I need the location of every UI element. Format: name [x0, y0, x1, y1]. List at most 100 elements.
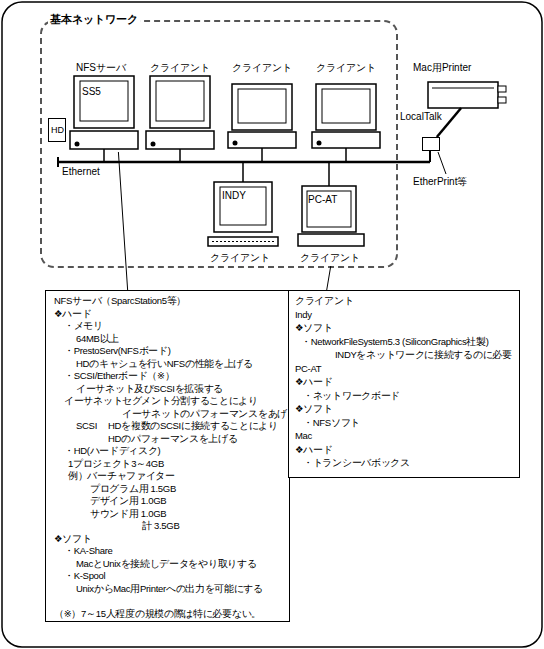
spec-line: ❖ソフト — [54, 533, 91, 546]
keyboard-keys — [212, 241, 274, 242]
printer-knob — [498, 86, 506, 92]
leader-line — [327, 266, 331, 290]
spec-line: プログラム用 1.5GB — [90, 483, 176, 496]
desktop-unit — [146, 131, 214, 149]
logo-mark — [75, 142, 80, 147]
bus-drop — [328, 162, 330, 186]
leader-line — [438, 152, 446, 174]
screen-symbol — [307, 191, 351, 227]
device-label: クライアント — [210, 252, 270, 265]
spec-line: セグメント分割することにより イーサネットのパフォーマンスをあげる — [122, 395, 290, 420]
spec-box: NFSサーバ（SparcStation5等）❖ハード・メモリ64MB以上・Pre… — [45, 290, 290, 622]
group-title: 基本ネットワーク — [48, 13, 140, 26]
disk-box: HD — [48, 118, 66, 142]
desktop-unit — [70, 131, 138, 149]
spec-heading: クライアント — [295, 295, 353, 308]
printer-symbol — [428, 82, 498, 108]
printer-knob — [498, 97, 506, 103]
logo-mark — [151, 142, 156, 147]
spec-line: Indy — [295, 309, 312, 322]
screen-symbol — [156, 81, 204, 121]
spec-line: 1プロジェクト3～4GB — [68, 458, 164, 471]
spec-line: 例）バーチャファイター — [68, 470, 175, 483]
network-link — [437, 108, 461, 137]
spec-line: デザイン用 1.0GB — [90, 495, 166, 508]
spec-line: ・SCSI/Etherボード（※） — [64, 370, 174, 383]
device-label: クライアント — [316, 62, 376, 75]
screen-symbol — [238, 89, 286, 123]
monitor-symbol — [214, 182, 272, 232]
edge-label: LocalTalk — [400, 111, 442, 124]
client-computer: クライアント — [146, 60, 214, 152]
printer-slot — [432, 88, 494, 89]
network-label: Ethernet — [62, 166, 100, 179]
etherprint-box: EtherPrint等 — [422, 137, 440, 151]
keyboard-symbol — [208, 237, 278, 246]
bus-drop — [429, 151, 431, 162]
bus-drop — [179, 149, 181, 162]
screen-symbol — [322, 89, 370, 123]
spec-line: （※）7～15人程度の規模の際は特に必要ない。 — [54, 608, 261, 621]
screen-symbol — [80, 81, 128, 121]
screen-label: INDY — [222, 190, 246, 203]
spec-line: ・HD(ハードディスク) — [64, 445, 160, 458]
server-computer: NFSサーバ SS5 — [70, 60, 138, 152]
bus-drop — [242, 162, 244, 182]
spec-line: ・KA-Share — [64, 545, 113, 558]
device-label: クライアント — [150, 62, 210, 75]
client-computer: INDY クライアント — [208, 178, 278, 266]
spec-line: PC-AT — [295, 363, 321, 376]
logo-mark — [317, 141, 322, 146]
spec-line: INDYをネットワークに接続するのに必要 — [335, 349, 512, 362]
spec-line: ・ネットワークボード — [303, 390, 400, 403]
logo-mark — [233, 141, 238, 146]
spec-line: ❖ハード — [295, 376, 332, 389]
screen-label: PC-AT — [308, 194, 337, 207]
desktop-unit — [312, 132, 380, 148]
spec-heading: NFSサーバ（SparcStation5等） — [54, 295, 186, 308]
screen-label: SS5 — [82, 86, 101, 99]
bus-terminator — [57, 157, 59, 167]
device-label: Mac用Printer — [413, 62, 471, 75]
spec-line: ❖ハード — [295, 444, 332, 457]
leader-line — [118, 152, 127, 290]
spec-line: MacとUnixを接続しデータをやり取りする — [76, 558, 256, 571]
desktop-unit — [228, 132, 296, 148]
spec-line: 64MB以上 — [76, 333, 119, 346]
spec-line: Mac — [295, 430, 312, 443]
spec-line: 計 3.5GB — [142, 520, 179, 533]
client-computer: PC-AT クライアント — [296, 178, 366, 266]
monitor-symbol — [302, 186, 356, 232]
network-group: 基本ネットワークNFSサーバSS5クライアントクライアントクライアントINDYク… — [40, 20, 398, 268]
desktop-unit — [298, 234, 364, 246]
spec-line: ・NFSソフト — [303, 417, 360, 430]
spec-line: ❖ソフト — [295, 322, 332, 335]
spec-line: ・メモリ — [64, 320, 103, 333]
spec-line: サウンド用 1.0GB — [90, 508, 166, 521]
spec-line: ・K-Spool — [64, 570, 105, 583]
ethernet-bus — [58, 161, 430, 164]
screen-symbol — [220, 187, 266, 225]
monitor-symbol — [316, 84, 376, 130]
spec-line: HDのキャシュを行いNFSの性能を上げる — [76, 358, 253, 371]
device-label: HD — [51, 124, 64, 137]
spec-line: HDを複数のSCSIに接続することにより HDのパフォーマンスを上げる — [108, 420, 286, 445]
spec-line: ❖ソフト — [295, 403, 332, 416]
device-label: EtherPrint等 — [413, 176, 467, 189]
spec-line: イーサネット — [64, 395, 122, 408]
spec-line: ・トランシーバボックス — [303, 457, 410, 470]
spec-line: ・PrestoServ(NFSボード) — [64, 345, 171, 358]
spec-line: SCSI — [76, 420, 97, 433]
bus-drop — [103, 149, 105, 162]
monitor-symbol — [74, 76, 134, 128]
device-label: クライアント — [300, 252, 360, 265]
monitor-symbol — [150, 76, 210, 128]
bus-drop — [261, 148, 263, 162]
spec-line: イーサネット及びSCSIを拡張する — [76, 383, 223, 396]
spec-box: クライアントIndy❖ソフト・NetworkFileSystem5.3 (Sil… — [288, 290, 520, 478]
device-label: NFSサーバ — [76, 62, 126, 75]
monitor-symbol — [232, 84, 292, 130]
client-computer: クライアント — [228, 60, 296, 152]
